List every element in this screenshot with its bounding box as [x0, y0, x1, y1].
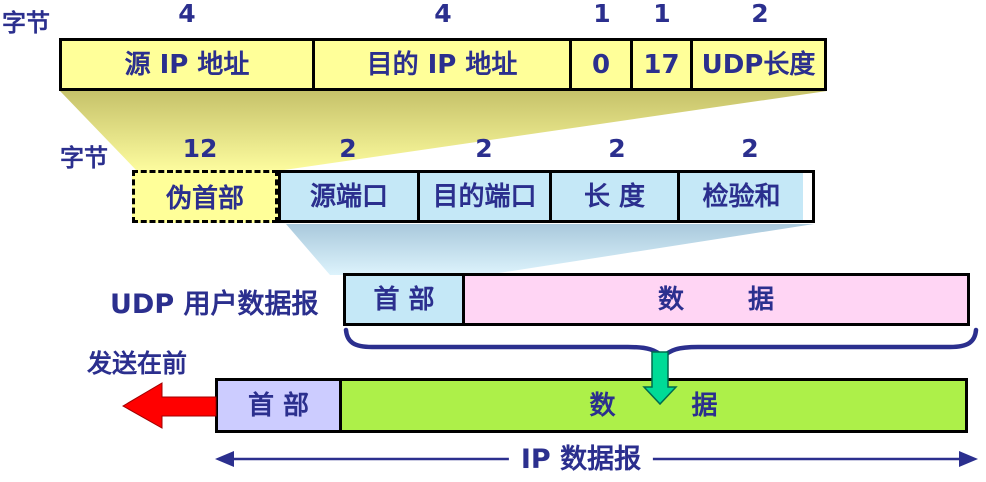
ip-datagram-row: 首 部 数 据 [215, 378, 968, 433]
byte-count-checksum: 2 [741, 134, 759, 163]
byte-count-length: 2 [608, 134, 626, 163]
blue-funnel-shape [286, 224, 814, 275]
cell-source-ip: 源 IP 地址 [62, 41, 312, 88]
byte-count-source-port: 2 [339, 134, 357, 163]
cell-ip-header: 首 部 [218, 381, 339, 430]
ip-span-left-arrowhead-icon [215, 451, 234, 467]
pseudo-header-source-row: 源 IP 地址 目的 IP 地址 0 17 UDP长度 [59, 38, 827, 91]
red-left-arrow-icon [121, 382, 217, 429]
udp-data-char-1: 数 [657, 284, 684, 315]
cell-udp-length: UDP长度 [690, 41, 824, 88]
ip-data-char-1: 数 [589, 390, 616, 421]
byte-count-dst-ip: 4 [434, 0, 452, 28]
byte-count-17: 1 [653, 0, 671, 28]
udp-data-char-2: 据 [748, 284, 775, 315]
cell-protocol-17: 17 [630, 41, 690, 88]
byte-label-top: 字节 [2, 9, 50, 37]
cell-checksum: 检验和 [677, 173, 803, 220]
ip-data-char-2: 据 [691, 390, 718, 421]
ip-datagram-span-label: IP 数据报 [508, 445, 654, 475]
cell-udp-header: 首 部 [346, 276, 462, 323]
send-first-label: 发送在前 [87, 349, 188, 378]
byte-count-dest-port: 2 [475, 134, 493, 163]
udp-header-row: 源端口 目的端口 长 度 检验和 [278, 170, 815, 223]
byte-label-middle: 字节 [60, 144, 108, 172]
cell-length: 长 度 [549, 173, 677, 220]
udp-datagram-row: 首 部 数 据 [343, 273, 970, 326]
byte-count-src-ip: 4 [178, 0, 196, 28]
cell-dest-ip: 目的 IP 地址 [312, 41, 569, 88]
cell-zero: 0 [569, 41, 630, 88]
udp-datagram-label: UDP 用户数据报 [110, 289, 319, 320]
cell-dest-port: 目的端口 [417, 173, 549, 220]
cell-pseudo-header: 伪首部 [132, 170, 278, 223]
yellow-funnel-shape [60, 91, 827, 170]
cell-ip-data: 数 据 [339, 381, 965, 430]
cell-source-port: 源端口 [281, 173, 417, 220]
cell-udp-data: 数 据 [462, 276, 967, 323]
byte-count-udp-length: 2 [751, 0, 769, 28]
byte-count-pseudo-header: 12 [182, 134, 218, 163]
byte-count-zero: 1 [593, 0, 611, 28]
brace-under-udp-datagram [343, 327, 979, 361]
ip-span-right-arrowhead-icon [959, 451, 978, 467]
